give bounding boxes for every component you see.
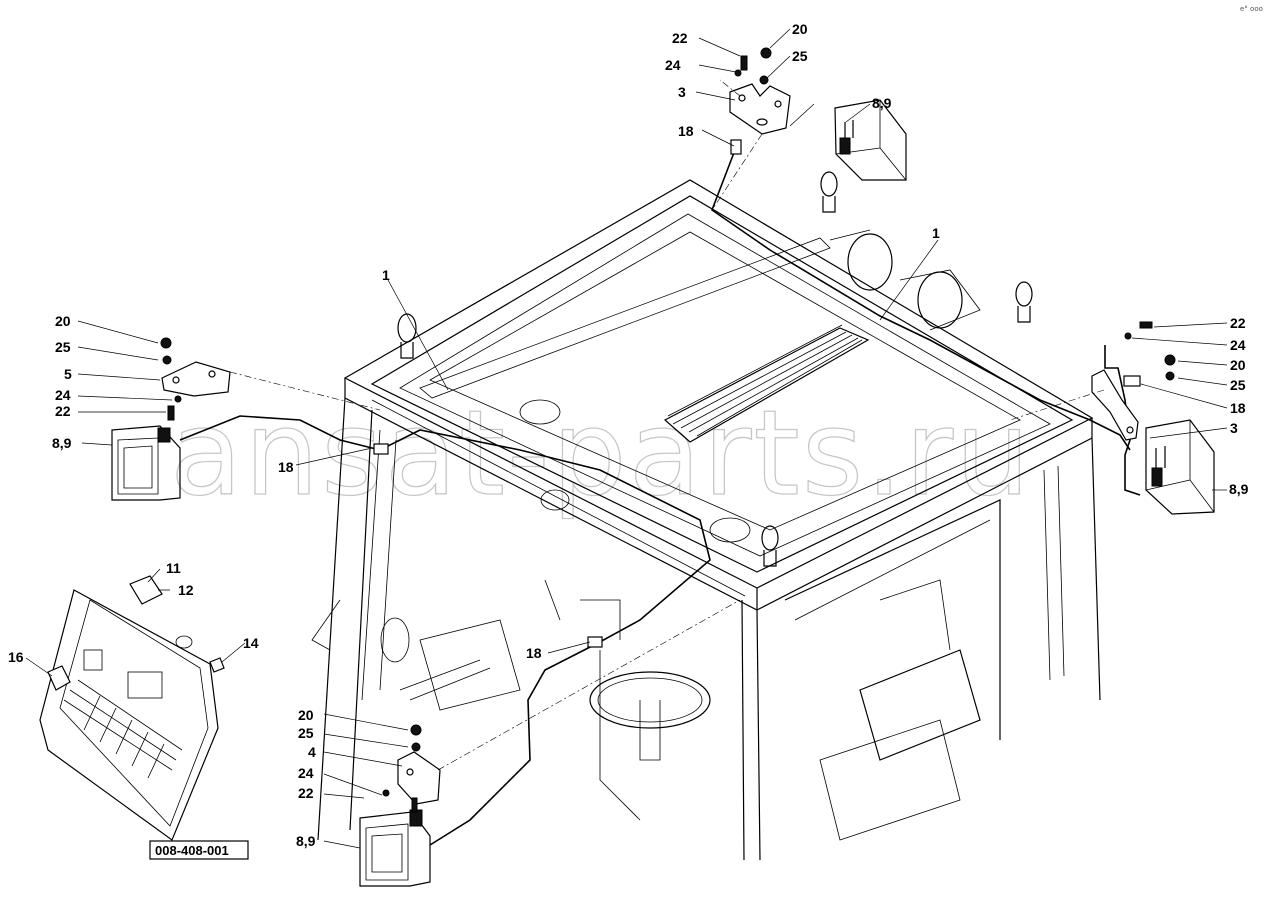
callout-labels: 22 24 3 18 20 25 8,9 1 1 22 24 20 25 18 …: [8, 21, 1249, 849]
callout-22-top: 22: [672, 30, 688, 46]
callout-22-bottom: 22: [298, 785, 314, 801]
callout-89-bottom: 8,9: [296, 833, 316, 849]
callout-11: 11: [166, 560, 181, 576]
leader-lines: [25, 28, 1228, 849]
callout-24-top: 24: [665, 57, 681, 73]
roof-vent-grille: [663, 324, 870, 443]
callout-24-left: 24: [55, 387, 71, 403]
callout-3-right: 3: [1230, 420, 1238, 436]
switch-panel-inset: [39, 575, 225, 841]
callout-18-top: 18: [678, 123, 694, 139]
callout-5: 5: [64, 366, 72, 382]
callout-16: 16: [8, 649, 24, 665]
callout-20-top: 20: [792, 21, 808, 37]
reference-number: 008-408-001: [155, 843, 229, 858]
callout-20-bottom: 20: [298, 707, 314, 723]
work-light-top: [834, 99, 907, 181]
work-light-bottom: [359, 809, 431, 887]
callout-25-right: 25: [1230, 377, 1246, 393]
callout-1-right: 1: [932, 225, 940, 241]
operator-seat: [819, 579, 981, 841]
callout-14: 14: [243, 635, 259, 651]
bracket-left: [160, 337, 389, 455]
callout-20-left: 20: [55, 313, 71, 329]
callout-25-top: 25: [792, 48, 808, 64]
callout-25-left: 25: [55, 339, 71, 355]
bracket-bottom: [382, 636, 603, 813]
callout-89-left: 8,9: [52, 435, 72, 451]
callout-24-right: 24: [1230, 337, 1246, 353]
callout-18-bottom: 18: [526, 645, 542, 661]
callout-12: 12: [178, 582, 194, 598]
reference-number-box: 008-408-001: [149, 840, 249, 860]
callout-20-right: 20: [1230, 357, 1246, 373]
callout-89-top: 8,9: [872, 95, 892, 111]
callout-25-bottom: 25: [298, 725, 314, 741]
callout-18-left: 18: [278, 459, 294, 475]
work-light-left: [111, 425, 181, 501]
watermark-text: ansat-parts.ru: [170, 384, 1032, 522]
callout-1-left: 1: [382, 267, 390, 283]
center-lines: [229, 79, 1105, 771]
corner-mark: e° ooo: [1240, 5, 1263, 13]
callout-22-right: 22: [1230, 315, 1246, 331]
callout-22-left: 22: [55, 403, 71, 419]
callout-4: 4: [308, 744, 316, 760]
steering-wheel: [589, 671, 711, 761]
bracket-right: [1091, 321, 1176, 441]
bracket-top: [729, 47, 791, 155]
lifting-eye-icons: [397, 171, 1033, 567]
callout-18-right: 18: [1230, 400, 1246, 416]
callout-24-bottom: 24: [298, 765, 314, 781]
callout-89-right: 8,9: [1229, 481, 1249, 497]
work-light-right: [1145, 419, 1215, 515]
callout-3-top: 3: [678, 84, 686, 100]
